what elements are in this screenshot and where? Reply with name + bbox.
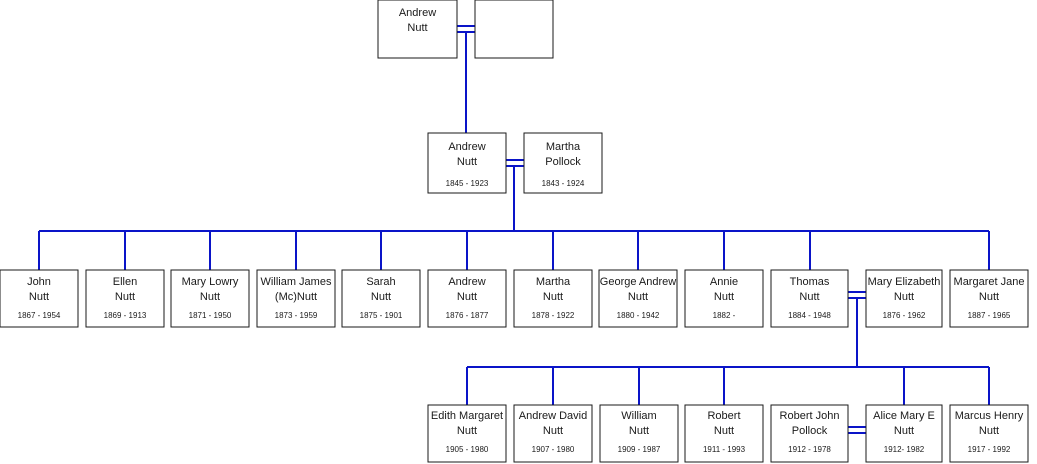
person-dates: 1878 - 1922 — [532, 311, 575, 320]
person-name-line1: Marcus Henry — [955, 410, 1024, 422]
person-name-line1: William James — [261, 276, 332, 288]
person-name-line1: Andrew — [448, 276, 485, 288]
person-name-line2: Nutt — [29, 291, 49, 303]
person-box-william-nutt[interactable]: William Nutt 1909 - 1987 — [599, 404, 679, 463]
person-box-marcus-henry-nutt[interactable]: Marcus Henry Nutt 1917 - 1992 — [949, 404, 1029, 463]
person-name-line2: (Mc)Nutt — [275, 291, 317, 303]
person-box-margaret-jane-nutt[interactable]: Margaret Jane Nutt 1887 - 1965 — [949, 269, 1029, 328]
person-name-line1: Mary Elizabeth — [868, 276, 941, 288]
person-dates: 1912 - 1978 — [788, 445, 831, 454]
person-name-line2: Nutt — [457, 291, 477, 303]
person-name-line2: Nutt — [629, 425, 649, 437]
person-name-line1: William — [621, 410, 656, 422]
person-name-line1: Alice Mary E — [873, 410, 935, 422]
person-name-line1: Margaret Jane — [954, 276, 1025, 288]
person-dates: 1887 - 1965 — [968, 311, 1011, 320]
person-dates: 1873 - 1959 — [275, 311, 318, 320]
person-name-line1: Martha — [536, 276, 571, 288]
person-name-line2: Nutt — [979, 425, 999, 437]
person-dates: 1911 - 1993 — [703, 445, 746, 454]
person-name-line1: Sarah — [366, 276, 395, 288]
person-box-john-nutt[interactable]: John Nutt 1867 - 1954 — [0, 269, 79, 328]
person-name-line2: Nutt — [200, 291, 220, 303]
person-name-line2: Nutt — [714, 291, 734, 303]
person-box-george-andrew-nutt[interactable]: George Andrew Nutt 1880 - 1942 — [598, 269, 678, 328]
person-dates: 1843 - 1924 — [542, 179, 585, 188]
person-name-line2: Nutt — [979, 291, 999, 303]
person-name-line1: Andrew — [448, 141, 485, 153]
person-box-annie-nutt[interactable]: Annie Nutt 1882 - — [684, 269, 764, 328]
person-name-line1: Edith Margaret — [431, 410, 503, 422]
person-dates: 1917 - 1992 — [968, 445, 1011, 454]
person-box-alice-mary-e-nutt[interactable]: Alice Mary E Nutt 1912- 1982 — [865, 404, 943, 463]
person-name-line2: Nutt — [457, 425, 477, 437]
person-dates: 1880 - 1942 — [617, 311, 660, 320]
person-name-line2: Pollock — [545, 156, 581, 168]
person-box-ellen-nutt[interactable]: Ellen Nutt 1869 - 1913 — [85, 269, 165, 328]
person-name-line1: Mary Lowry — [182, 276, 239, 288]
person-box-andrew-david-nutt[interactable]: Andrew David Nutt 1907 - 1980 — [513, 404, 593, 463]
person-name-line1: George Andrew — [600, 276, 676, 288]
person-dates: 1907 - 1980 — [532, 445, 575, 454]
person-name-line1: Annie — [710, 276, 738, 288]
person-name-line2: Nutt — [799, 291, 819, 303]
person-name-line1: Andrew — [399, 7, 436, 19]
person-name-line2: Nutt — [407, 22, 427, 34]
person-name-line2: Nutt — [371, 291, 391, 303]
person-name-line1: John — [27, 276, 51, 288]
person-box-mary-elizabeth-nutt[interactable]: Mary Elizabeth Nutt 1876 - 1962 — [865, 269, 943, 328]
person-name-line1: Robert John — [780, 410, 840, 422]
person-name-line2: Nutt — [457, 156, 477, 168]
person-dates: 1869 - 1913 — [104, 311, 147, 320]
person-dates: 1882 - — [713, 311, 736, 320]
person-dates: 1884 - 1948 — [788, 311, 831, 320]
person-name-line2: Nutt — [894, 291, 914, 303]
person-dates: 1876 - 1962 — [883, 311, 926, 320]
person-dates: 1905 - 1980 — [446, 445, 489, 454]
person-name-line2: Nutt — [115, 291, 135, 303]
person-box-andrew-nutt-gen3[interactable]: Andrew Nutt 1876 - 1877 — [427, 269, 507, 328]
person-dates: 1875 - 1901 — [360, 311, 403, 320]
person-box-robert-john-pollock[interactable]: Robert John Pollock 1912 - 1978 — [770, 404, 849, 463]
person-name-line2: Nutt — [628, 291, 648, 303]
person-dates: 1867 - 1954 — [18, 311, 61, 320]
person-box-thomas-nutt[interactable]: Thomas Nutt 1884 - 1948 — [770, 269, 849, 328]
person-box-edith-margaret-nutt[interactable]: Edith Margaret Nutt 1905 - 1980 — [427, 404, 507, 463]
person-dates: 1909 - 1987 — [618, 445, 661, 454]
person-box-robert-nutt[interactable]: Robert Nutt 1911 - 1993 — [684, 404, 764, 463]
person-name-line2: Nutt — [714, 425, 734, 437]
person-box-mary-lowry-nutt[interactable]: Mary Lowry Nutt 1871 - 1950 — [170, 269, 250, 328]
person-dates: 1845 - 1923 — [446, 179, 489, 188]
person-name-line2: Pollock — [792, 425, 828, 437]
person-box-sarah-nutt[interactable]: Sarah Nutt 1875 - 1901 — [341, 269, 421, 328]
person-box-william-james-mcnutt[interactable]: William James (Mc)Nutt 1873 - 1959 — [256, 269, 336, 328]
person-box-andrew-nutt-gen2[interactable]: Andrew Nutt 1845 - 1923 — [427, 132, 507, 194]
person-name-line1: Robert — [707, 410, 740, 422]
person-name-line2: Nutt — [543, 291, 563, 303]
person-name-line2: Nutt — [543, 425, 563, 437]
person-name-line1: Thomas — [790, 276, 830, 288]
person-name-line2: Nutt — [894, 425, 914, 437]
connector-lines — [38, 25, 990, 434]
person-dates: 1876 - 1877 — [446, 311, 489, 320]
person-box-unknown-spouse[interactable] — [474, 0, 554, 59]
person-dates: 1871 - 1950 — [189, 311, 232, 320]
person-name-line1: Andrew David — [519, 410, 587, 422]
person-name-line1: Martha — [546, 141, 581, 153]
person-dates: 1912- 1982 — [884, 445, 925, 454]
person-name-line1: Ellen — [113, 276, 137, 288]
person-box-martha-nutt[interactable]: Martha Nutt 1878 - 1922 — [513, 269, 593, 328]
person-box-martha-pollock[interactable]: Martha Pollock 1843 - 1924 — [523, 132, 603, 194]
person-box-andrew-nutt-gen1[interactable]: Andrew Nutt — [377, 0, 458, 59]
